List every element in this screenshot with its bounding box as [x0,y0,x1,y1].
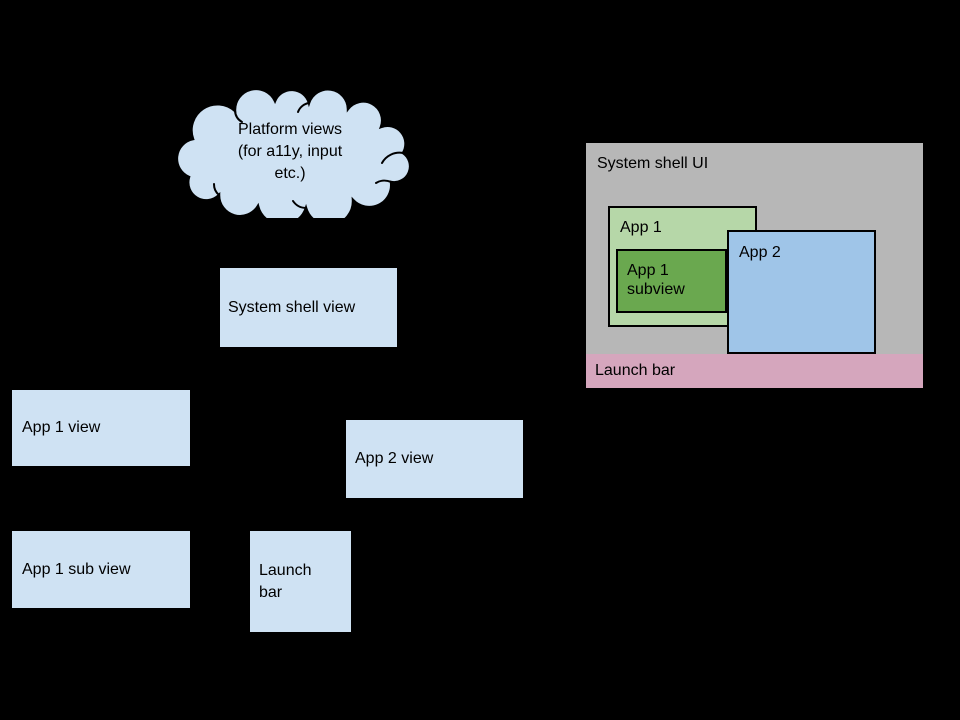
system-shell-ui-title: System shell UI [597,155,709,172]
app1-sub-view-label: App 1 sub view [22,560,131,578]
cloud-label: Platform views (for a11y, input etc.) [237,121,343,182]
app1-view-label: App 1 view [22,419,101,436]
launch-bar-strip: Launch bar [586,354,923,388]
platform-views-cloud: Platform views (for a11y, input etc.) [163,87,417,218]
launch-bar-view-label: Launch bar [259,561,312,601]
launch-bar-strip-label: Launch bar [595,362,676,379]
app1-window-label: App 1 [620,219,662,236]
app1-subview-window-label: App 1 subview [627,262,685,298]
system-shell-view-label: System shell view [228,298,356,316]
system-shell-view-box: System shell view [220,268,397,347]
app2-view-label: App 2 view [355,450,434,467]
app1-subview-window: App 1 subview [616,249,727,313]
app2-view-box: App 2 view [346,420,523,498]
app1-sub-view-box: App 1 sub view [12,531,190,608]
cloud-shape-icon [175,87,412,218]
app1-view-box: App 1 view [12,390,190,466]
app2-window-label: App 2 [739,244,781,261]
launch-bar-view-box: Launch bar [250,531,351,632]
app2-window: App 2 [727,230,876,354]
